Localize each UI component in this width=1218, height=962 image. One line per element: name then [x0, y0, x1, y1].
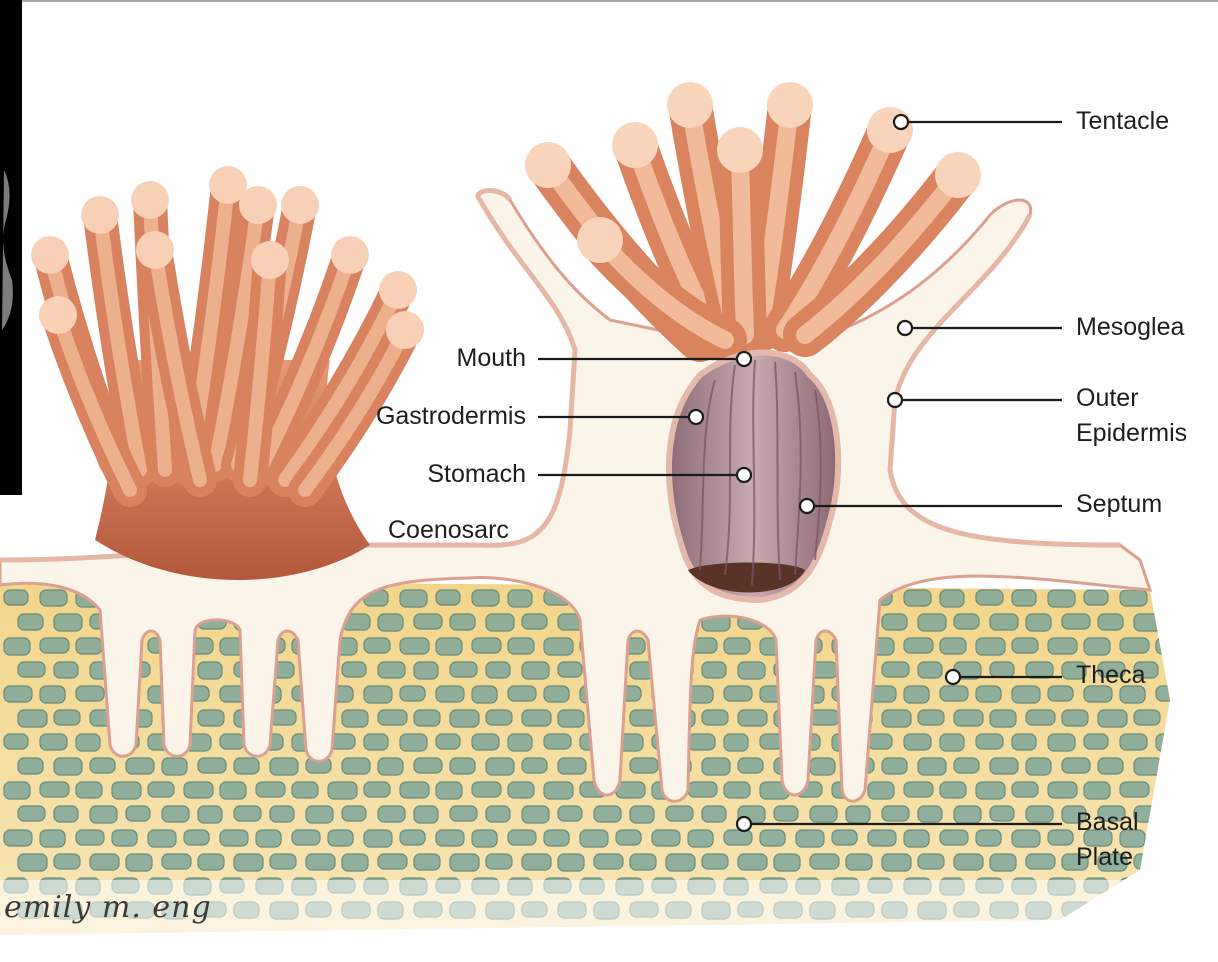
- label-tentacle: Tentacle: [1076, 107, 1170, 135]
- label-stomach: Stomach: [427, 460, 526, 488]
- skeleton-base: [0, 580, 1218, 962]
- label-coenosarc: Coenosarc: [388, 516, 509, 544]
- label-mouth: Mouth: [456, 344, 526, 372]
- label-septum: Septum: [1076, 490, 1163, 518]
- label-outer-epidermis-1: Outer: [1076, 384, 1139, 412]
- label-basal-plate-1: Basal: [1076, 808, 1139, 836]
- label-mesoglea: Mesoglea: [1076, 313, 1185, 341]
- photo-edge-block: [0, 0, 22, 495]
- label-gastrodermis: Gastrodermis: [375, 402, 526, 430]
- stomach-cavity: [665, 349, 842, 604]
- label-theca: Theca: [1076, 661, 1146, 689]
- artist-signature: emily m. eng: [4, 890, 212, 925]
- label-basal-plate-2: Plate: [1076, 843, 1133, 871]
- label-outer-epidermis-2: Epidermis: [1076, 419, 1188, 447]
- right-polyp-tentacles: [525, 82, 981, 362]
- left-polyp: [31, 166, 424, 580]
